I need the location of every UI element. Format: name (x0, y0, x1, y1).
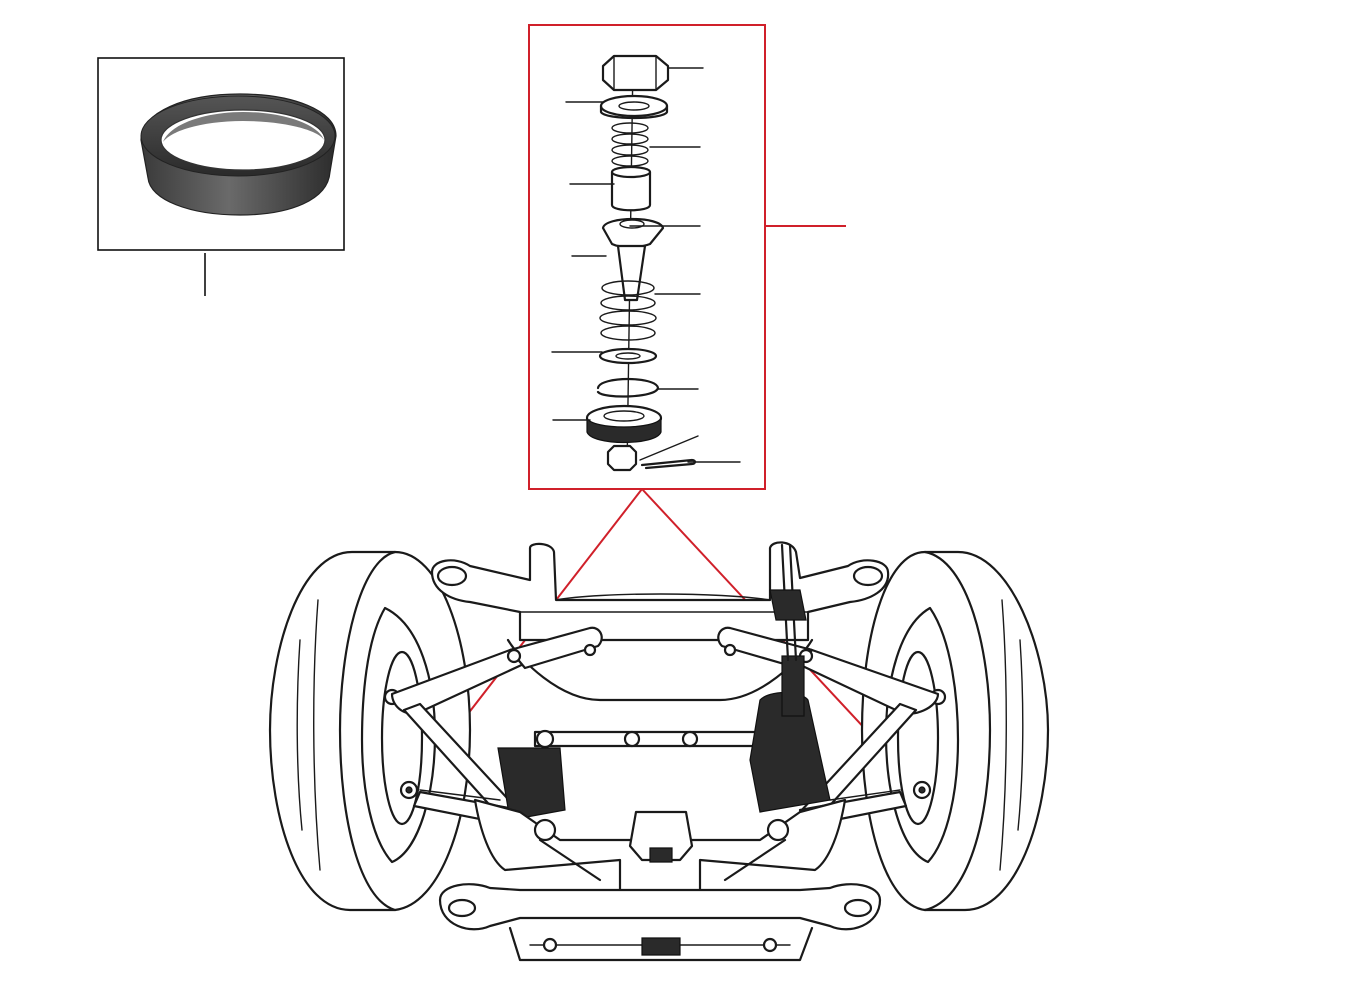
callout-leaders-left (551, 101, 615, 421)
steering-rack (419, 543, 901, 821)
kingpin-assembly-icon (551, 54, 741, 472)
bearing-ring-icon (140, 93, 337, 216)
lower-frame (438, 798, 882, 962)
front-suspension-chassis-icon (268, 541, 1050, 962)
right-wheel (860, 550, 1050, 912)
crossmember (430, 541, 890, 702)
exploded-assembly-inset[interactable] (528, 24, 846, 490)
part-image-box[interactable] (97, 57, 345, 296)
upper-wishbones (390, 626, 940, 715)
callout-leaders-right (629, 67, 741, 463)
left-wheel (268, 550, 472, 912)
